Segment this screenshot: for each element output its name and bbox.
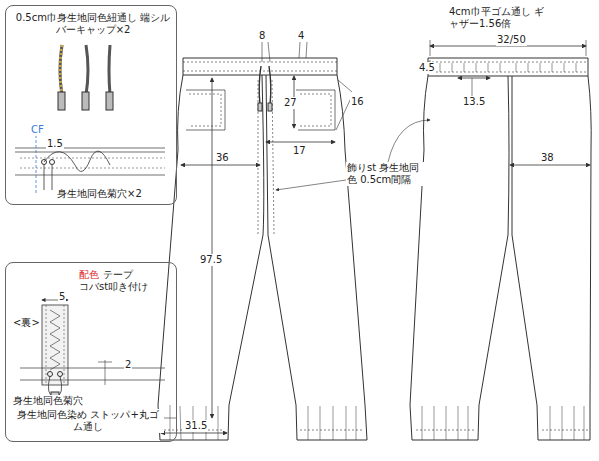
dimension-label: 飾りst 身生地同色 0.5cm間隔 — [346, 162, 426, 186]
dimension-label: 32/50 — [496, 34, 527, 46]
dimension-label: 27 — [283, 97, 298, 109]
dimension-label: 4.5 — [418, 62, 436, 74]
detail-note: テープ — [102, 269, 134, 281]
detail-note: 身生地同色菊穴×2 — [56, 188, 143, 200]
detail-note: 1.5 — [46, 138, 64, 150]
dimension-label: 13.5 — [462, 96, 486, 108]
detail-note: 身生地同色染め ストッパ+丸ゴム通し — [12, 409, 164, 433]
detail-note: コバst叩き付け — [78, 281, 149, 293]
dimension-label: 97.5 — [199, 254, 223, 266]
detail-note: 2 — [124, 359, 132, 371]
dimension-label: 4cm巾平ゴム通し ギャザー1.56倍 — [448, 6, 550, 30]
dimension-label: 38 — [540, 152, 555, 164]
dimension-label: 36 — [215, 152, 230, 164]
dimension-label: 17 — [292, 145, 307, 157]
detail-note: <裏> — [12, 317, 41, 329]
detail-note: 配色 — [78, 269, 100, 281]
detail-inset: 0.5cm巾身生地同色紐通し 端シルバーキャップ×2CF1.5 身生地同色菊穴×2 — [5, 5, 177, 205]
detail-note: 身生地同色菊穴 — [12, 395, 84, 407]
dimension-label: 16 — [350, 96, 365, 108]
detail-note: 0.5cm巾身生地同色紐通し 端シルバーキャップ×2 — [14, 12, 172, 36]
detail-inset: 配色テープコバst叩き付け 5 <裏> 2 身生地同色菊穴身生地同色染め ストッパ+丸ゴ… — [5, 262, 177, 442]
dimension-label: 8 — [258, 30, 266, 42]
dimension-label: 31.5 — [184, 420, 208, 432]
detail-note: CF — [30, 124, 45, 136]
dimension-label: 4 — [297, 30, 305, 42]
detail-note: 5 — [58, 291, 66, 303]
